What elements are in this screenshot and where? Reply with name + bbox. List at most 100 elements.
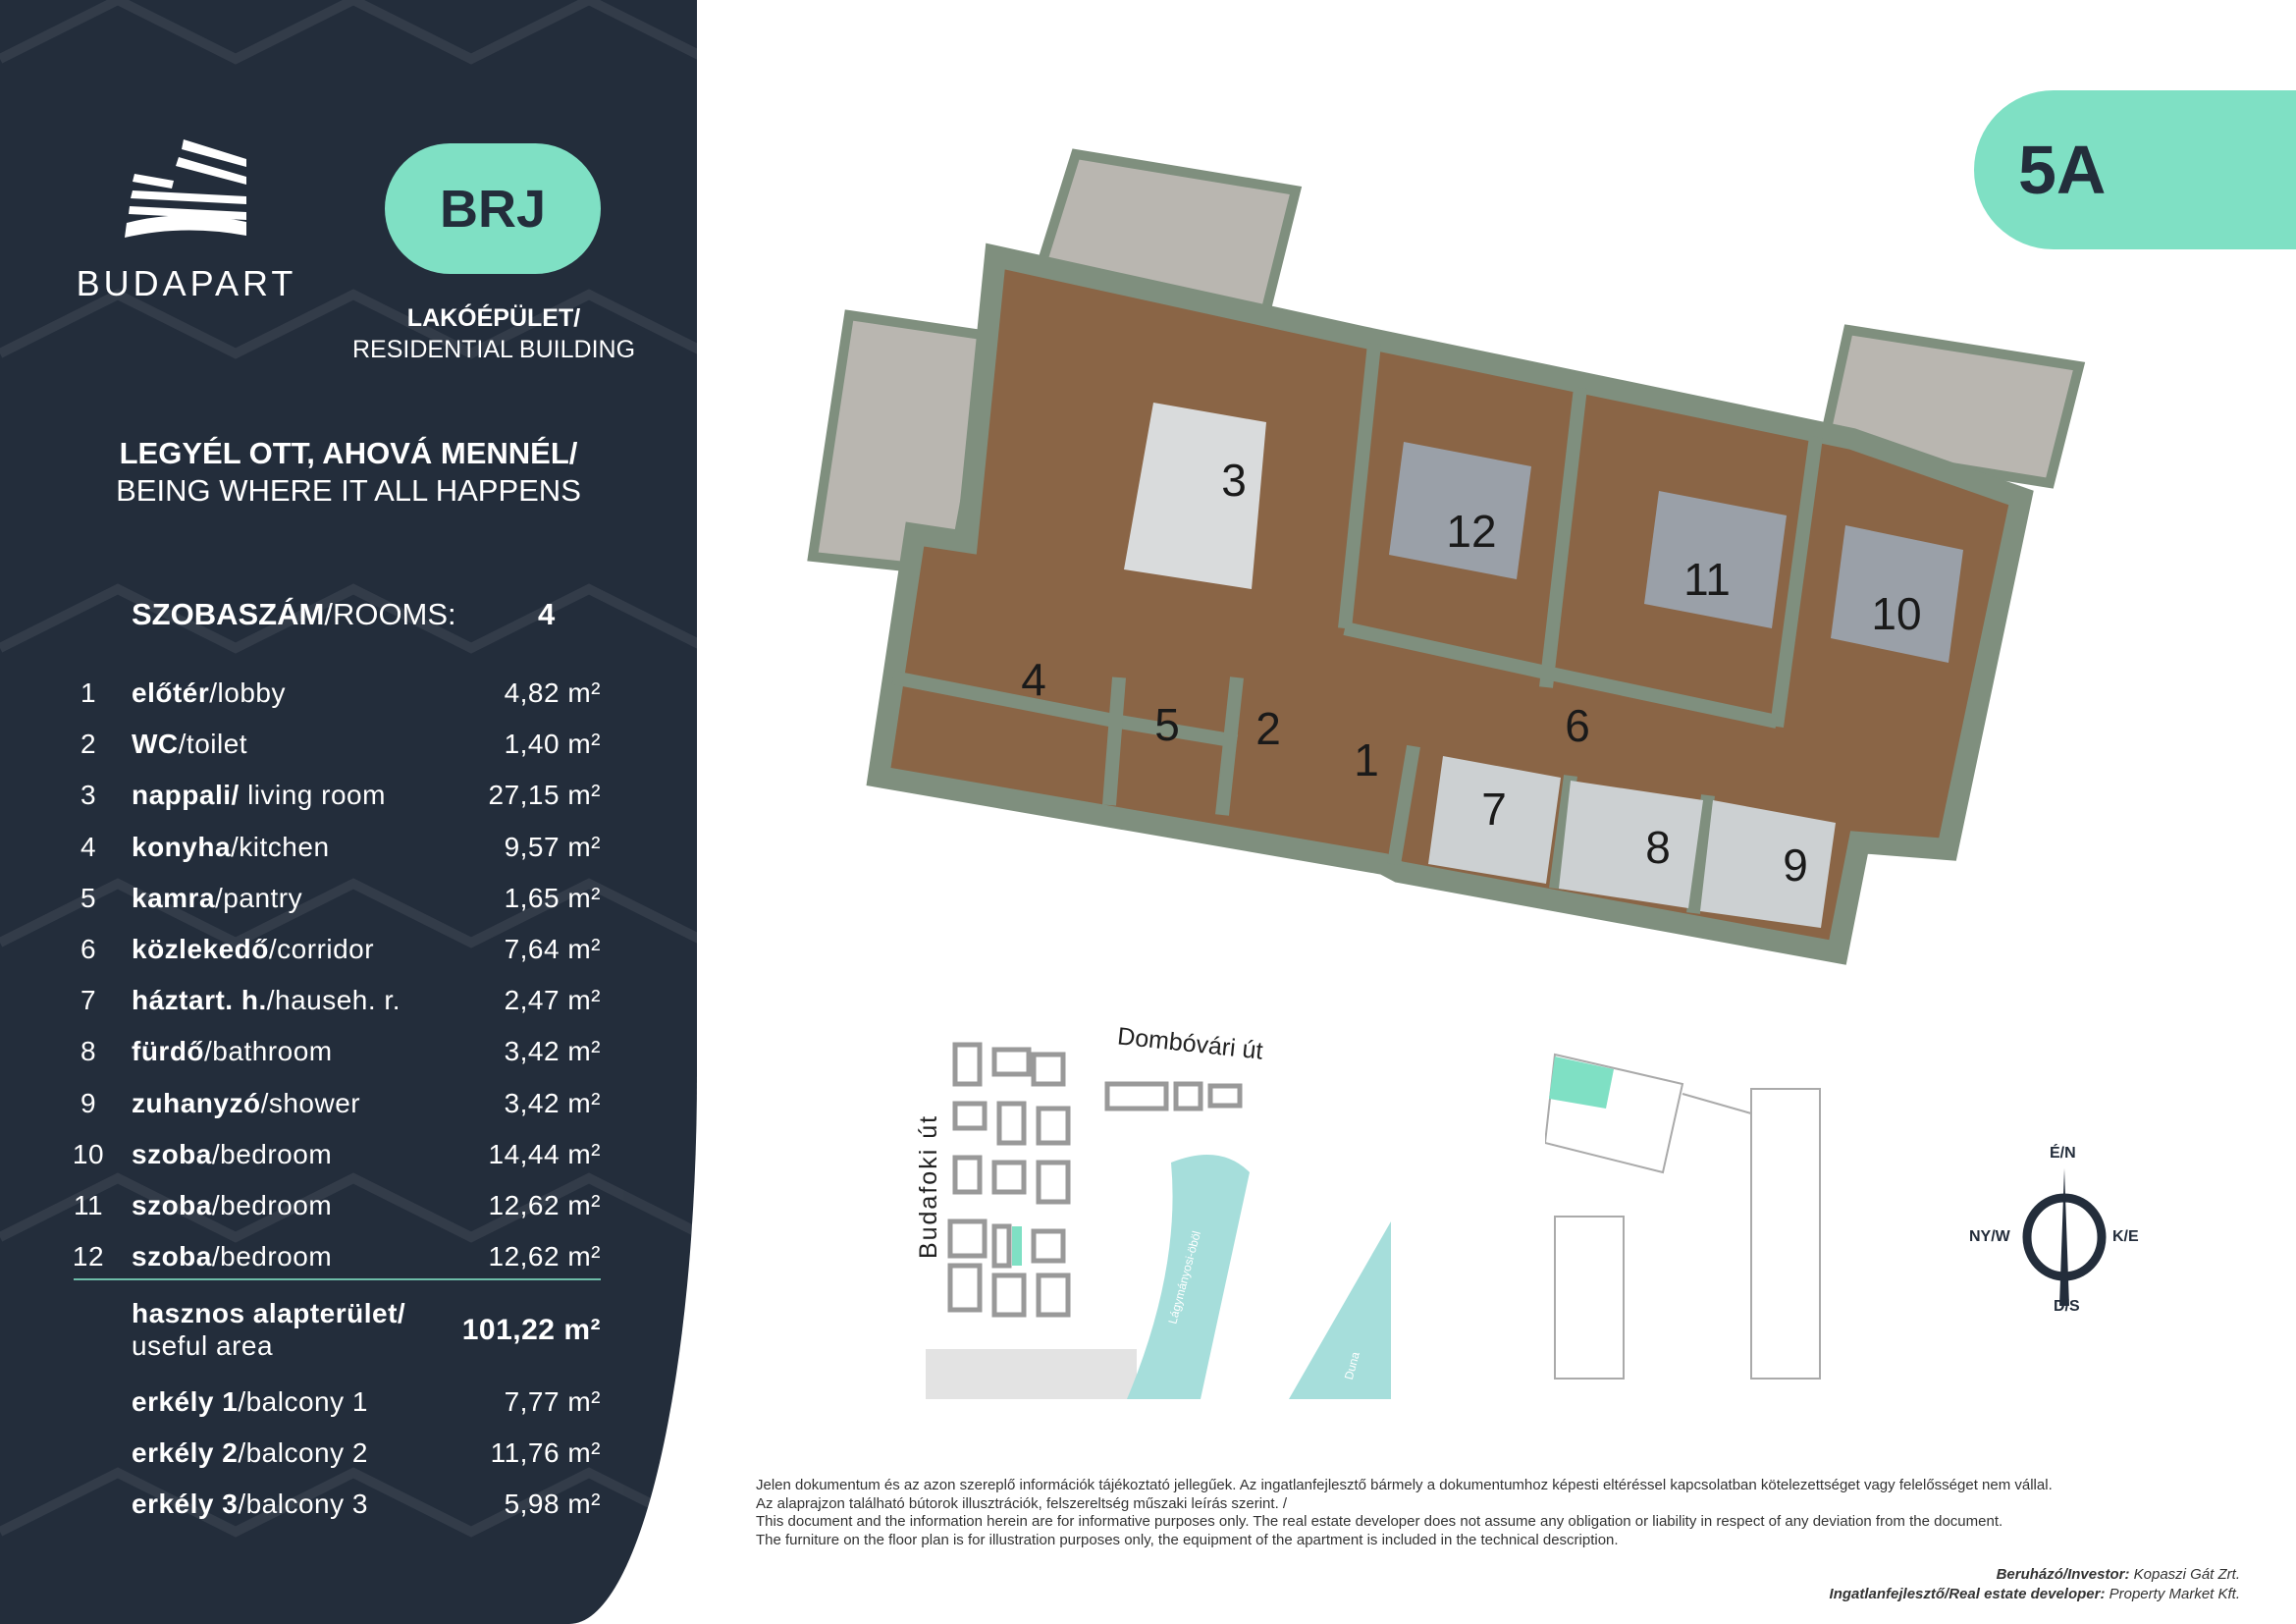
useful-area-row: hasznos alapterület/ useful area 101,22 … bbox=[59, 1298, 601, 1367]
highlighted-apartment bbox=[1549, 1056, 1614, 1109]
brand-name: BUDAPART bbox=[76, 263, 297, 303]
room-number-label: 12 bbox=[1446, 506, 1496, 557]
balcony-area: 5,98 m² bbox=[504, 1489, 601, 1519]
balcony-name-hu: erkély 2 bbox=[132, 1437, 239, 1468]
room-number: 3 bbox=[80, 780, 97, 811]
tagline-hu: LEGYÉL OTT, AHOVÁ MENNÉL/ bbox=[119, 436, 578, 470]
disclaimer-line: The furniture on the floor plan is for i… bbox=[756, 1531, 1619, 1548]
room-name: fürdő/bathroom bbox=[132, 1036, 333, 1067]
room-number: 12 bbox=[72, 1241, 105, 1272]
room-area: 3,42 m² bbox=[504, 1036, 601, 1067]
developer-label: Ingatlanfejlesztő/Real estate developer: bbox=[1829, 1586, 2106, 1602]
balcony-name-hu: erkély 1 bbox=[132, 1386, 239, 1417]
room-name-en: /hauseh. r. bbox=[266, 985, 400, 1016]
room-number: 6 bbox=[80, 934, 97, 964]
room-number: 4 bbox=[80, 831, 97, 862]
table-divider bbox=[74, 1278, 601, 1280]
room-area: 1,65 m² bbox=[504, 882, 601, 913]
room-name: szoba/bedroom bbox=[132, 1190, 332, 1221]
room-number: 9 bbox=[80, 1087, 97, 1118]
room-name-en: /pantry bbox=[215, 882, 303, 913]
room-name-hu: háztart. h. bbox=[132, 985, 267, 1016]
balcony-row: erkély 2/balcony 2 11,76 m² bbox=[59, 1437, 601, 1477]
room-number-label: 7 bbox=[1481, 784, 1507, 835]
room-name: kamra/pantry bbox=[132, 883, 302, 914]
useful-area-en: useful area bbox=[132, 1330, 274, 1361]
room-name: zuhanyzó/shower bbox=[132, 1088, 360, 1119]
balcony-area: 11,76 m² bbox=[490, 1437, 601, 1468]
balcony-name-en: /balcony 2 bbox=[238, 1437, 368, 1468]
sofa bbox=[1124, 403, 1266, 589]
room-name-hu: kamra bbox=[132, 882, 216, 913]
tagline-en: BEING WHERE IT ALL HAPPENS bbox=[116, 473, 581, 508]
room-number-label: 10 bbox=[1871, 588, 1921, 639]
investor-label: Beruházó/Investor: bbox=[1996, 1566, 2130, 1583]
room-area: 27,15 m² bbox=[488, 780, 601, 811]
room-area: 4,82 m² bbox=[504, 677, 601, 708]
info-panel: BUDAPART BRJ LAKÓÉPÜLET/ RESIDENTIAL BUI… bbox=[0, 0, 697, 1624]
room-number-label: 8 bbox=[1645, 822, 1671, 873]
compass-south: D/S bbox=[2054, 1298, 2080, 1315]
investor-name: Kopaszi Gát Zrt. bbox=[2133, 1566, 2240, 1583]
room-area: 12,62 m² bbox=[488, 1241, 601, 1272]
credits: Beruházó/Investor: Kopaszi Gát Zrt. Inga… bbox=[1830, 1565, 2240, 1604]
room-row: 11 szoba/bedroom 12,62 m² bbox=[59, 1190, 601, 1229]
disclaimer-line: Jelen dokumentum és az azon szereplő inf… bbox=[756, 1477, 2053, 1493]
room-area: 12,62 m² bbox=[488, 1190, 601, 1220]
site-map: Dombóvári út Budafoki út Lágymányosi-öbö… bbox=[915, 1022, 1391, 1399]
room-area: 3,42 m² bbox=[504, 1087, 601, 1118]
tagline: LEGYÉL OTT, AHOVÁ MENNÉL/ BEING WHERE IT… bbox=[59, 435, 638, 510]
balcony-name: erkély 2/balcony 2 bbox=[132, 1437, 368, 1469]
rooms-value: 4 bbox=[538, 597, 556, 631]
room-name-en: /toilet bbox=[178, 729, 248, 760]
room-name: előtér/lobby bbox=[132, 677, 286, 709]
room-number-label: 11 bbox=[1683, 554, 1731, 605]
room-number-label: 6 bbox=[1565, 700, 1590, 751]
room-name-hu: fürdő bbox=[132, 1036, 205, 1067]
balcony-name-hu: erkély 3 bbox=[132, 1489, 239, 1519]
developer-name: Property Market Kft. bbox=[2109, 1586, 2240, 1602]
room-number-label: 3 bbox=[1221, 455, 1247, 506]
room-name-en: /shower bbox=[260, 1087, 361, 1118]
room-number-label: 1 bbox=[1354, 734, 1379, 785]
room-name-hu: zuhanyzó bbox=[132, 1087, 261, 1118]
room-area: 7,64 m² bbox=[504, 934, 601, 964]
room-row: 9 zuhanyzó/shower 3,42 m² bbox=[59, 1088, 601, 1127]
room-name-hu: előtér bbox=[132, 677, 210, 708]
useful-area-value: 101,22 m² bbox=[461, 1314, 601, 1346]
room-name-en: /bathroom bbox=[204, 1036, 333, 1067]
disclaimer: Jelen dokumentum és az azon szereplő inf… bbox=[756, 1477, 2053, 1549]
room-name-hu: nappali/ bbox=[132, 780, 240, 811]
room-name-en: /lobby bbox=[209, 677, 286, 708]
building-key-plan bbox=[1545, 1053, 1821, 1380]
room-name-en: /bedroom bbox=[211, 1138, 333, 1169]
room-name: szoba/bedroom bbox=[132, 1241, 332, 1272]
room-name-en: /corridor bbox=[268, 934, 375, 964]
rooms-label-en: /ROOMS: bbox=[324, 597, 456, 631]
room-number-label: 2 bbox=[1255, 703, 1281, 754]
room-area: 9,57 m² bbox=[504, 831, 601, 862]
room-name-hu: szoba bbox=[132, 1190, 212, 1220]
rooms-label-hu: SZOBASZÁM bbox=[132, 597, 325, 631]
building-code-badge: BRJ bbox=[385, 143, 601, 274]
room-name-hu: szoba bbox=[132, 1241, 212, 1272]
room-name: háztart. h./hauseh. r. bbox=[132, 985, 400, 1016]
room-number: 11 bbox=[73, 1190, 104, 1220]
compass-north: É/N bbox=[2050, 1145, 2076, 1162]
compass-west: NY/W bbox=[1969, 1228, 2010, 1245]
room-name: konyha/kitchen bbox=[132, 832, 330, 863]
building-type-hu: LAKÓÉPÜLET/ bbox=[406, 304, 581, 332]
room-number: 7 bbox=[80, 985, 97, 1016]
room-name-en: /bedroom bbox=[211, 1241, 333, 1272]
wet-rooms bbox=[1428, 756, 1836, 928]
room-number: 2 bbox=[80, 729, 97, 760]
room-area: 1,40 m² bbox=[504, 729, 601, 760]
